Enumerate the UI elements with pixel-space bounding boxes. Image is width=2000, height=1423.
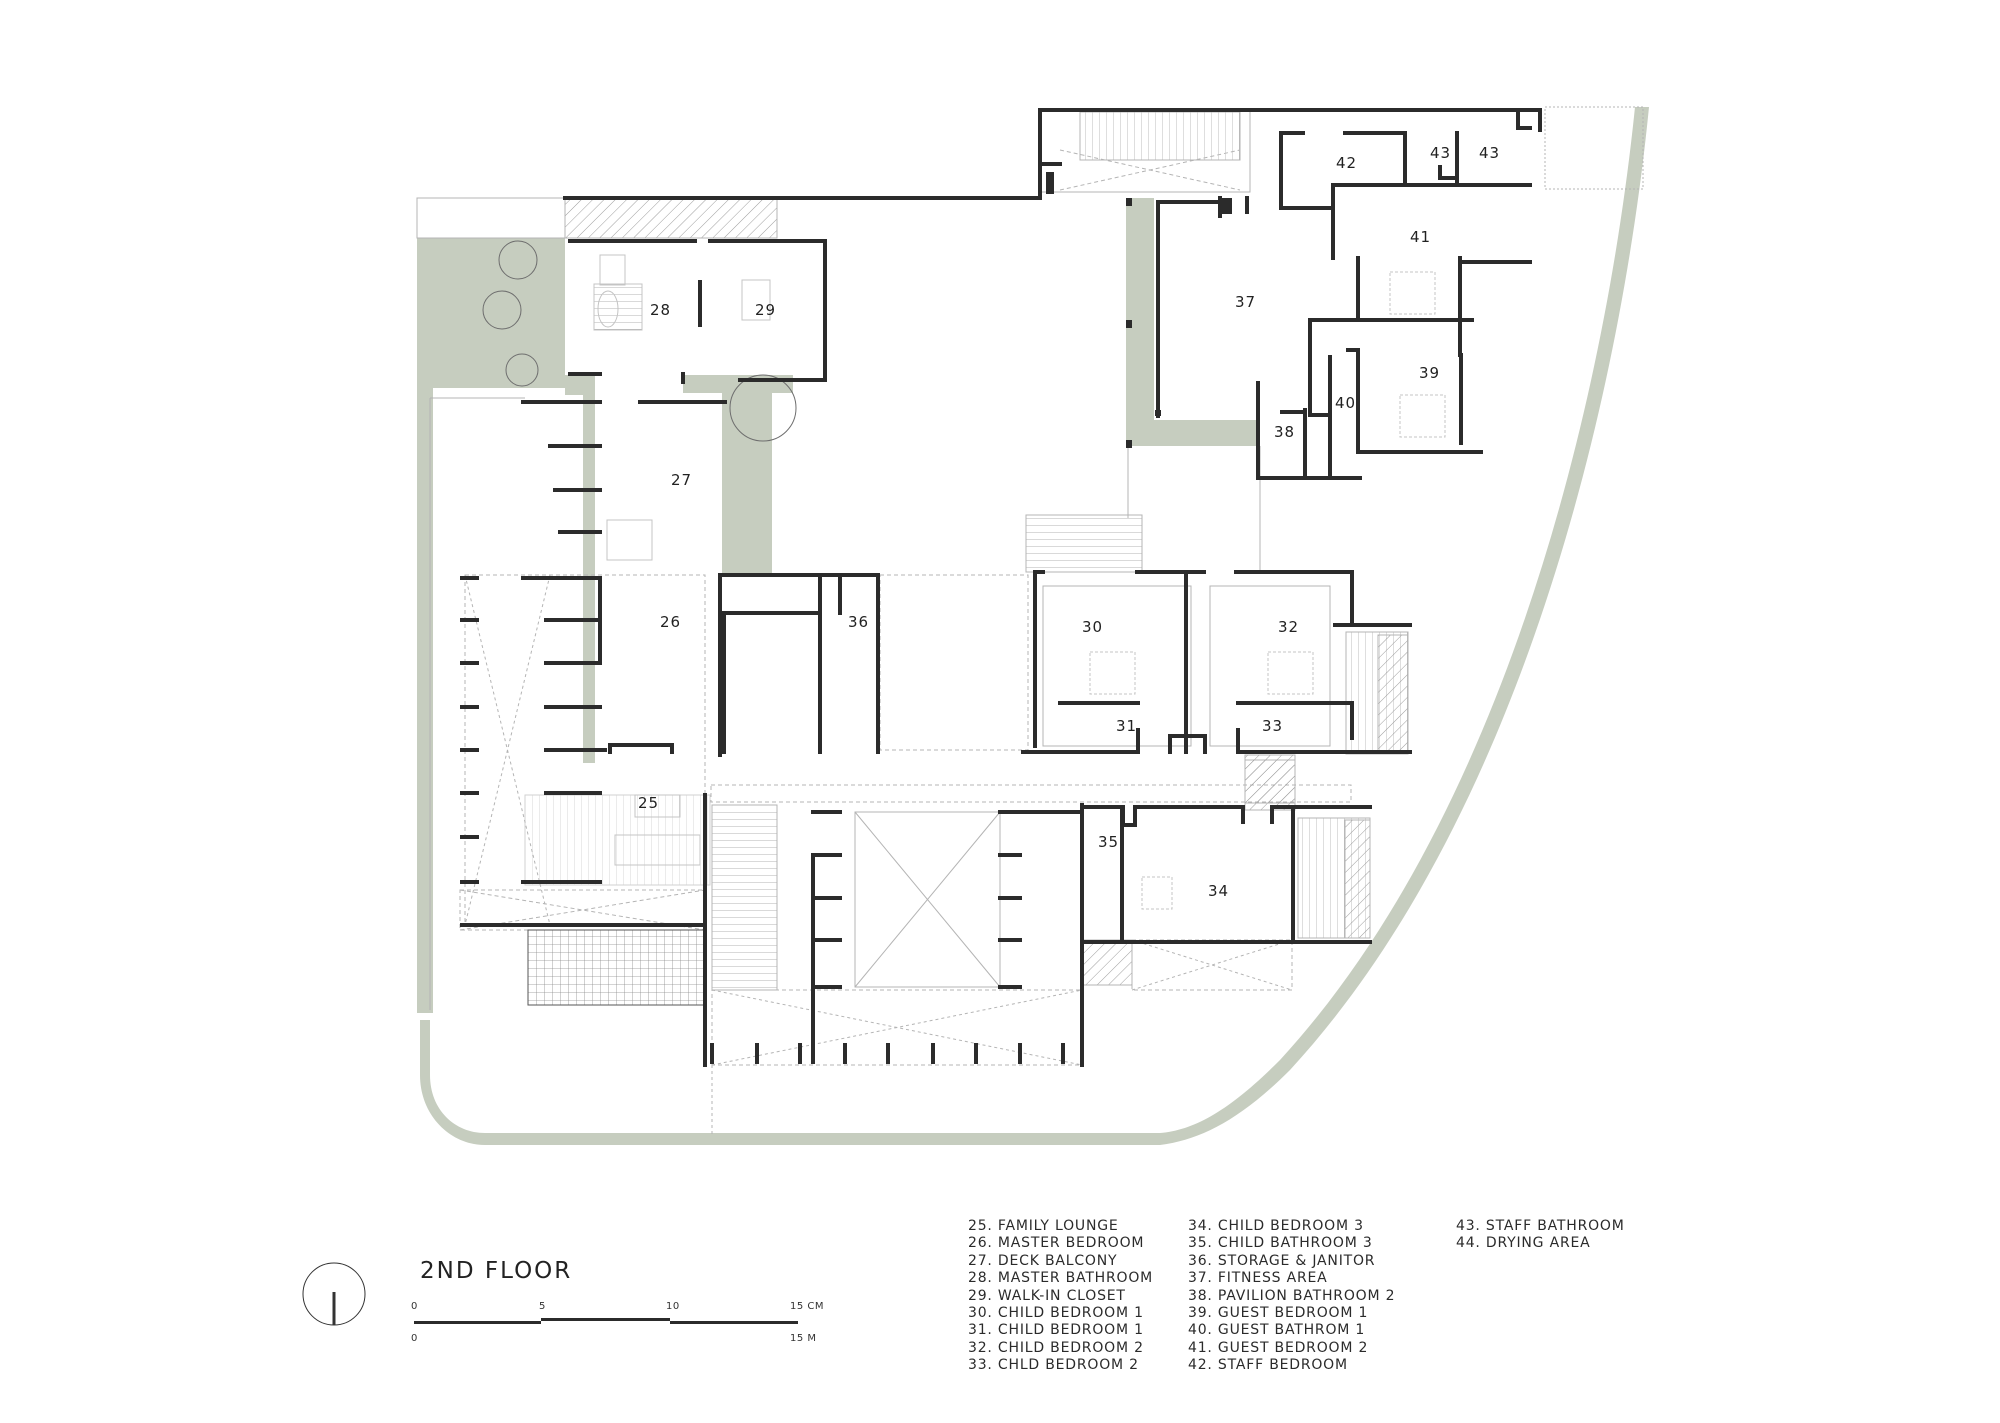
room-labels: 25 26 27 28 29 30 31 32 33 34 35 36 37 3… (638, 144, 1500, 900)
room-label-29: 29 (755, 301, 776, 319)
legend-item-36: 36. STORAGE & JANITOR (1188, 1252, 1376, 1269)
legend-item-31: 31. CHILD BEDROOM 1 (968, 1322, 1144, 1339)
legend-item-37: 37. FITNESS AREA (1188, 1270, 1328, 1287)
legend-item-35: 35. CHILD BATHROOM 3 (1188, 1235, 1373, 1252)
legend-item-40: 40. GUEST BATHROM 1 (1188, 1322, 1366, 1339)
legend-item-28: 28. MASTER BATHROOM (968, 1270, 1154, 1287)
room-label-39: 39 (1419, 364, 1440, 382)
furniture (593, 254, 1446, 910)
room-label-31: 31 (1116, 717, 1137, 735)
room-label-36: 36 (848, 613, 869, 631)
legend-column-2: 34. CHILD BEDROOM 3 35. CHILD BATHROOM 3… (1188, 1218, 1395, 1375)
light-lines (416, 106, 1644, 1135)
room-label-41: 41 (1410, 228, 1431, 246)
scale-tick-15-m: 15 M (790, 1333, 817, 1344)
floor-title: 2ND FLOOR (420, 1258, 573, 1284)
scale-tick-5: 5 (539, 1301, 546, 1312)
scale-tick-0-m: 0 (411, 1333, 418, 1344)
room-label-25: 25 (638, 794, 659, 812)
scale-bar (414, 1318, 798, 1324)
legend-item-39: 39. GUEST BEDROOM 1 (1188, 1305, 1369, 1322)
room-label-43-b: 43 (1479, 144, 1500, 162)
legend-column-1: 25. FAMILY LOUNGE 26. MASTER BEDROOM 27.… (968, 1218, 1153, 1375)
room-label-35: 35 (1098, 833, 1119, 851)
legend-item-30: 30. CHILD BEDROOM 1 (968, 1305, 1144, 1322)
trees (482, 240, 797, 442)
scale-tick-15-cm: 15 CM (790, 1301, 825, 1312)
room-label-42: 42 (1336, 154, 1357, 172)
room-label-37: 37 (1235, 293, 1256, 311)
scale-tick-10: 10 (666, 1301, 680, 1312)
room-label-32: 32 (1278, 618, 1299, 636)
legend-item-27: 27. DECK BALCONY (968, 1252, 1118, 1269)
legend-item-44: 44. DRYING AREA (1456, 1235, 1591, 1252)
room-label-28: 28 (650, 301, 671, 319)
room-label-30: 30 (1082, 618, 1103, 636)
legend-item-25: 25. FAMILY LOUNGE (968, 1218, 1119, 1234)
room-label-27: 27 (671, 471, 692, 489)
legend-item-26: 26. MASTER BEDROOM (968, 1235, 1145, 1252)
room-label-40: 40 (1335, 394, 1356, 412)
walls (460, 108, 1542, 1067)
room-label-43-a: 43 (1430, 144, 1451, 162)
legend-item-34: 34. CHILD BEDROOM 3 (1188, 1218, 1364, 1234)
room-label-34: 34 (1208, 882, 1229, 900)
room-label-38: 38 (1274, 423, 1295, 441)
legend-item-29: 29. WALK-IN CLOSET (968, 1287, 1126, 1304)
legend-item-41: 41. GUEST BEDROOM 2 (1188, 1339, 1369, 1356)
legend-item-32: 32. CHILD BEDROOM 2 (968, 1339, 1144, 1356)
legend-item-38: 38. PAVILION BATHROOM 2 (1188, 1287, 1396, 1304)
legend-item-33: 33. CHLD BEDROOM 2 (968, 1357, 1139, 1374)
legend-column-3: 43. STAFF BATHROOM 44. DRYING AREA (1456, 1218, 1625, 1253)
north-arrow-icon (302, 1262, 366, 1326)
legend-item-43: 43. STAFF BATHROOM (1456, 1218, 1625, 1234)
columns (1046, 172, 1232, 448)
room-label-33: 33 (1262, 717, 1283, 735)
room-label-26: 26 (660, 613, 681, 631)
scale-tick-0-cm: 0 (411, 1301, 418, 1312)
legend-item-42: 42. STAFF BEDROOM (1188, 1357, 1348, 1374)
landscape-areas (417, 198, 1256, 1013)
